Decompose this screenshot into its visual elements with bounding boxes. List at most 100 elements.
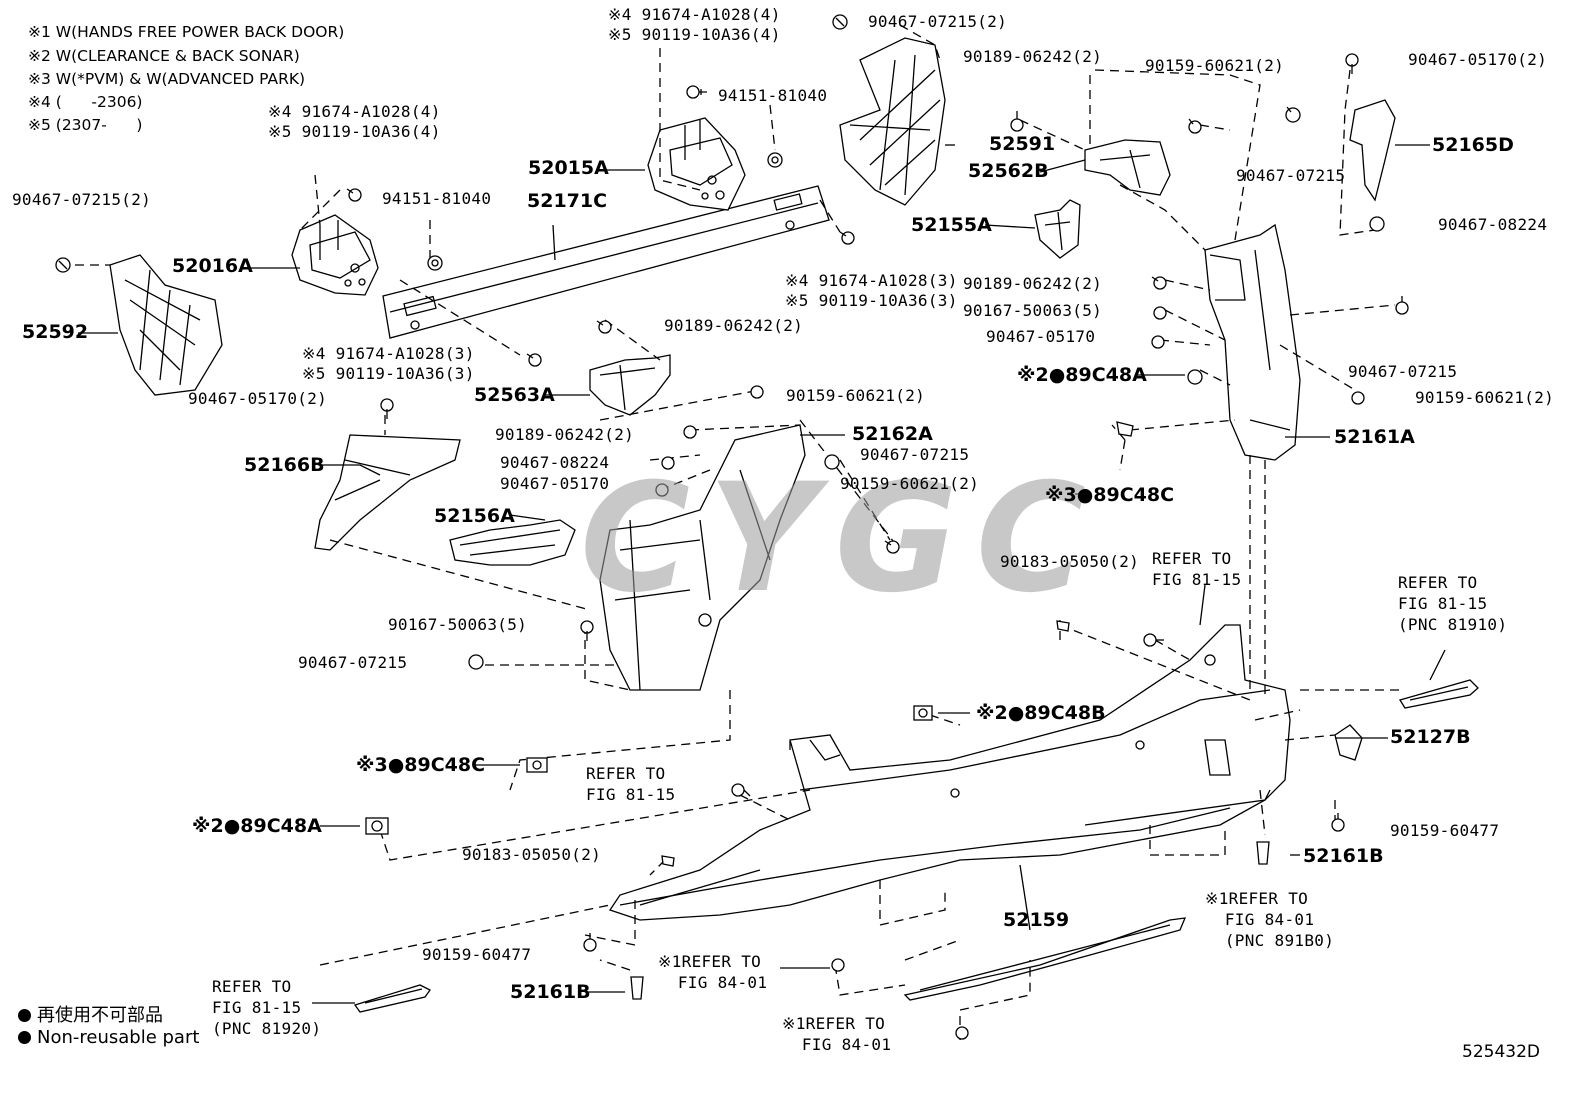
part-52161A-side [1204, 223, 1301, 461]
part-52562B-bracket [1084, 139, 1171, 196]
part-52563A-bracket [589, 354, 671, 416]
part-label: 90467-08224 [1438, 215, 1548, 234]
part-label: 90183-05050(2) [462, 845, 602, 864]
part-52127B-cap [1334, 724, 1363, 761]
part-label: 90467-07215 [1348, 362, 1458, 381]
part-label: 90183-05050(2) [1000, 552, 1140, 571]
part-label: ※2●89C48A [1017, 364, 1147, 386]
part-label: 52161B [510, 981, 591, 1003]
part-52016A-bracket [291, 214, 379, 296]
part-label: 90167-50063(5) [388, 615, 528, 634]
part-label: 90467-07215(2) [868, 12, 1008, 31]
fasteners [55, 14, 1409, 1040]
part-label: ※4 91674-A1028(4) [608, 5, 781, 24]
part-sensor-strip [903, 917, 1187, 1001]
part-label: 52015A [528, 157, 609, 179]
part-label: 90189-06242(2) [963, 47, 1103, 66]
ref-label: ※1REFER TO FIG 84-01 [782, 1014, 892, 1054]
part-label: 90467-05170 [986, 327, 1096, 346]
part-label: 52016A [172, 255, 253, 277]
note-5: ※5 (2307- ) [28, 116, 143, 134]
legend-en: Non-reusable part [18, 1027, 199, 1048]
ref-label: REFER TO FIG 81-15 (PNC 81910) [1398, 573, 1508, 634]
diagram-id: 525432D [1462, 1042, 1540, 1062]
part-label: 90467-07215 [1236, 166, 1346, 185]
part-52166B-extension [314, 434, 461, 551]
ref-label: REFER TO FIG 81-15 (PNC 81920) [212, 977, 322, 1038]
part-reflector-left [353, 984, 431, 1013]
part-52165D-extension [1349, 99, 1396, 202]
legend-en-text: Non-reusable part [37, 1027, 200, 1048]
part-label: 90189-06242(2) [495, 425, 635, 444]
part-label: ※2●89C48A [192, 815, 322, 837]
part-reflector-right [1398, 679, 1479, 709]
note-1: ※1 W(HANDS FREE POWER BACK DOOR) [28, 23, 345, 41]
part-label: 90189-06242(2) [963, 274, 1103, 293]
part-label: 90167-50063(5) [963, 301, 1103, 320]
part-label: 90467-07215 [860, 445, 970, 464]
ref-label: REFER TO FIG 81-15 [1152, 549, 1242, 589]
part-label: 90159-60477 [1390, 821, 1500, 840]
part-label: ※4 91674-A1028(3) [785, 271, 958, 290]
part-52159-bumper-cover [608, 624, 1291, 921]
part-label: 52159 [1003, 909, 1070, 931]
part-label: 90467-07215 [298, 653, 408, 672]
part-label: 52166B [244, 454, 325, 476]
part-label: ※3●89C48C [1045, 484, 1175, 506]
part-label: 90159-60621(2) [1145, 56, 1285, 75]
part-label: ※3●89C48C [356, 754, 486, 776]
part-label: 52161A [1334, 426, 1415, 448]
part-label: 52563A [474, 384, 555, 406]
bullet-icon [18, 1009, 31, 1022]
dashed-leaders [60, 24, 1400, 1040]
ref-label: ※1REFER TO FIG 84-01 (PNC 891B0) [1205, 889, 1335, 950]
part-label: ※2●89C48B [976, 702, 1106, 724]
part-label: 52562B [968, 160, 1049, 182]
note-3: ※3 W(*PVM) & W(ADVANCED PARK) [28, 70, 306, 88]
part-label: 52127B [1390, 726, 1471, 748]
part-label: 52162A [852, 423, 933, 445]
part-label: 90159-60477 [422, 945, 532, 964]
part-52015A-bracket [647, 117, 746, 211]
part-label: ※4 91674-A1028(4) [268, 102, 441, 121]
part-52592-extension [109, 254, 223, 396]
part-label: 90159-60621(2) [840, 474, 980, 493]
note-4: ※4 ( -2306) [28, 93, 143, 111]
part-52155A-bracket [1034, 199, 1081, 259]
part-label: 94151-81040 [718, 86, 828, 105]
part-52171C-reinforcement [382, 185, 830, 339]
ref-label: ※1REFER TO FIG 84-01 [658, 952, 768, 992]
watermark: CYGC [580, 452, 1104, 626]
legend-jp: 再使用不可部品 [18, 1001, 163, 1027]
part-52156A-bracket [449, 519, 576, 566]
part-label: ※5 90119-10A36(4) [268, 122, 441, 141]
part-label: 52171C [527, 190, 608, 212]
part-label: 52161B [1303, 845, 1384, 867]
part-label: 94151-81040 [382, 189, 492, 208]
part-label: 90467-08224 [500, 453, 610, 472]
part-label: 90467-05170 [500, 474, 610, 493]
part-label: 90467-07215(2) [12, 190, 152, 209]
part-label: 90159-60621(2) [1415, 388, 1555, 407]
part-label: 90467-05170(2) [188, 389, 328, 408]
solid-leaders [78, 144, 1446, 1004]
part-52162A-quarter [599, 424, 806, 691]
part-label: ※4 91674-A1028(3) [302, 344, 475, 363]
part-label: 52156A [434, 505, 515, 527]
part-label: 52592 [22, 321, 89, 343]
part-label: ※5 90119-10A36(3) [302, 364, 475, 383]
part-label: 52591 [989, 133, 1056, 155]
bullet-icon [18, 1031, 31, 1044]
part-label: ※5 90119-10A36(3) [785, 291, 958, 310]
note-2: ※2 W(CLEARANCE & BACK SONAR) [28, 47, 300, 65]
part-52591-extension [839, 37, 946, 206]
part-label: 90467-05170(2) [1408, 50, 1548, 69]
legend-jp-text: 再使用不可部品 [37, 1005, 163, 1026]
part-label: 52155A [911, 214, 992, 236]
part-label: 90159-60621(2) [786, 386, 926, 405]
part-label: 52165D [1432, 134, 1514, 156]
part-label: ※5 90119-10A36(4) [608, 25, 781, 44]
part-label: 90189-06242(2) [664, 316, 804, 335]
ref-label: REFER TO FIG 81-15 [586, 764, 676, 804]
